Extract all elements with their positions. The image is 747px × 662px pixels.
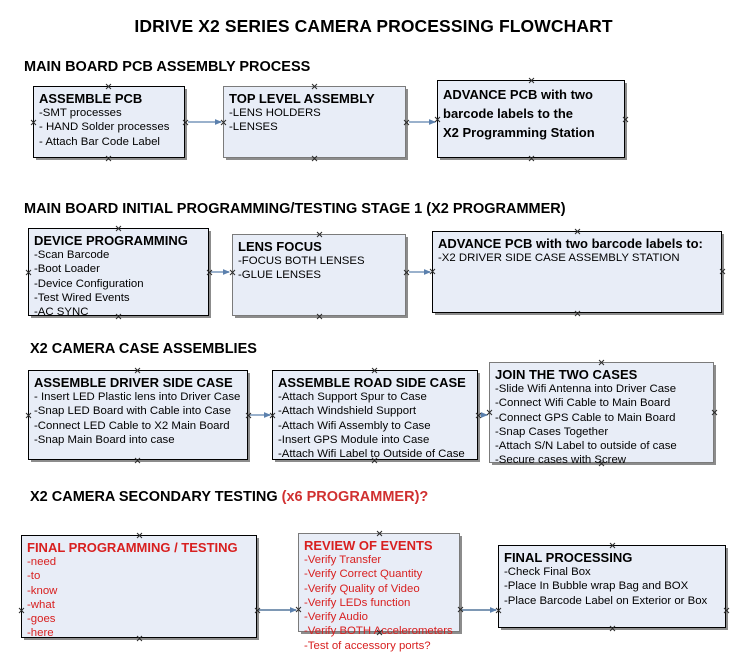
node-line: -Connect LED Cable to X2 Main Board bbox=[34, 419, 230, 432]
node-line: -Slide Wifi Antenna into Driver Case bbox=[495, 383, 677, 395]
node-line: -X2 DRIVER SIDE CASE ASSEMBLY STATION bbox=[438, 252, 680, 264]
node-lines: -Attach Support Spur to Case -Attach Win… bbox=[278, 390, 472, 461]
section-heading-4-text: X2 CAMERA SECONDARY TESTING bbox=[30, 489, 282, 505]
node-lines: -X2 DRIVER SIDE CASE ASSEMBLY STATION bbox=[438, 251, 716, 265]
node-title: LENS FOCUS bbox=[238, 239, 322, 254]
node-line: -Attach S/N Label to outside of case bbox=[495, 440, 677, 453]
node-lines: -FOCUS BOTH LENSES -GLUE LENSES bbox=[238, 254, 400, 283]
section-heading-1: MAIN BOARD PCB ASSEMBLY PROCESS bbox=[24, 59, 310, 75]
section-heading-1-text: MAIN BOARD PCB ASSEMBLY PROCESS bbox=[24, 59, 311, 75]
node-assemble-driver-side-case[interactable]: ASSEMBLE DRIVER SIDE CASE - Insert LED P… bbox=[28, 370, 248, 460]
node-line: -LENS HOLDERS bbox=[229, 107, 321, 119]
node-title: DEVICE PROGRAMMING bbox=[34, 233, 188, 248]
node-title: REVIEW OF EVENTS bbox=[304, 538, 433, 553]
node-assemble-pcb[interactable]: ASSEMBLE PCB -SMT processes - HAND Solde… bbox=[33, 86, 185, 158]
node-title: TOP LEVEL ASSEMBLY bbox=[229, 91, 375, 106]
node-line: -Attach Wifi Label to Outside of Case bbox=[278, 448, 465, 461]
node-lines: -Verify Transfer -Verify Correct Quantit… bbox=[304, 553, 454, 653]
node-title: ASSEMBLE ROAD SIDE CASE bbox=[278, 375, 466, 390]
node-line: -FOCUS BOTH LENSES bbox=[238, 255, 365, 267]
node-line: -Test of accessory ports? bbox=[304, 639, 431, 652]
node-line: -here bbox=[27, 627, 54, 640]
node-line: -SMT processes bbox=[39, 107, 122, 119]
node-line: -Verify Quality of Video bbox=[304, 582, 420, 595]
node-lines: -LENS HOLDERS -LENSES bbox=[229, 106, 400, 135]
node-line: -LENSES bbox=[229, 121, 278, 134]
node-top-level-assembly[interactable]: TOP LEVEL ASSEMBLY -LENS HOLDERS -LENSES bbox=[223, 86, 406, 158]
section-heading-4: X2 CAMERA SECONDARY TESTING (x6 PROGRAMM… bbox=[30, 489, 428, 505]
node-advance-pcb-programming-station[interactable]: ADVANCE PCB with two barcode labels to t… bbox=[437, 80, 625, 158]
node-line: -Verify Audio bbox=[304, 611, 368, 624]
node-title: JOIN THE TWO CASES bbox=[495, 367, 638, 382]
node-lines: - Insert LED Plastic lens into Driver Ca… bbox=[34, 390, 242, 447]
node-title: ADVANCE PCB with two barcode labels to: bbox=[438, 236, 703, 251]
section-heading-4-accent: (x6 PROGRAMMER)? bbox=[281, 489, 429, 505]
node-advance-pcb-driver-side-case[interactable]: ADVANCE PCB with two barcode labels to: … bbox=[432, 231, 722, 313]
node-title: ADVANCE PCB with two barcode labels to t… bbox=[443, 87, 595, 140]
node-line: - Attach Bar Code Label bbox=[39, 135, 160, 148]
node-lens-focus[interactable]: LENS FOCUS -FOCUS BOTH LENSES -GLUE LENS… bbox=[232, 234, 406, 316]
page-title: IDRIVE X2 SERIES CAMERA PROCESSING FLOWC… bbox=[134, 16, 613, 36]
node-review-of-events[interactable]: REVIEW OF EVENTS -Verify Transfer -Verif… bbox=[298, 533, 460, 652]
node-device-programming[interactable]: DEVICE PROGRAMMING -Scan Barcode -Boot L… bbox=[28, 228, 209, 319]
node-line: -Place Barcode Label on Exterior or Box bbox=[504, 594, 708, 607]
node-line: -Verify Transfer bbox=[304, 554, 382, 566]
node-line: -Verify BOTH Accelerometers bbox=[304, 625, 453, 638]
node-line: -Snap LED Board with Cable into Case bbox=[34, 405, 231, 418]
node-line: -AC SYNC bbox=[34, 306, 89, 319]
node-line: -Verify LEDs function bbox=[304, 596, 411, 609]
section-heading-2: MAIN BOARD INITIAL PROGRAMMING/TESTING S… bbox=[24, 201, 566, 217]
node-line: -Attach Windshield Support bbox=[278, 405, 417, 418]
node-title: FINAL PROGRAMMING / TESTING bbox=[27, 540, 238, 555]
node-title: FINAL PROCESSING bbox=[504, 550, 633, 565]
node-line: -know bbox=[27, 584, 58, 597]
node-line: -Connect GPS Cable to Main Board bbox=[495, 411, 676, 424]
node-line: - Insert LED Plastic lens into Driver Ca… bbox=[34, 391, 241, 403]
node-assemble-road-side-case[interactable]: ASSEMBLE ROAD SIDE CASE -Attach Support … bbox=[272, 370, 478, 460]
node-lines: -Scan Barcode -Boot Loader -Device Confi… bbox=[34, 248, 203, 319]
section-heading-2-text: MAIN BOARD INITIAL PROGRAMMING/TESTING S… bbox=[24, 201, 566, 217]
node-final-processing[interactable]: FINAL PROCESSING -Check Final Box -Place… bbox=[498, 545, 726, 628]
node-line: -Boot Loader bbox=[34, 263, 100, 276]
node-line: -Test Wired Events bbox=[34, 291, 130, 304]
node-line: -Verify Correct Quantity bbox=[304, 568, 423, 581]
node-line: -Secure cases with Screw bbox=[495, 454, 627, 467]
node-line: -Connect Wifi Cable to Main Board bbox=[495, 397, 671, 410]
node-lines: -need -to -know -what -goes -here bbox=[27, 555, 251, 641]
node-line: -Device Configuration bbox=[34, 277, 144, 290]
section-heading-3-text: X2 CAMERA CASE ASSEMBLIES bbox=[30, 341, 257, 357]
node-line: -need bbox=[27, 556, 57, 568]
node-line: -Snap Cases Together bbox=[495, 425, 609, 438]
node-line: -Attach Wifi Assembly to Case bbox=[278, 419, 431, 432]
section-heading-3: X2 CAMERA CASE ASSEMBLIES bbox=[30, 341, 257, 357]
node-line: -Snap Main Board into case bbox=[34, 433, 175, 446]
node-line: -GLUE LENSES bbox=[238, 269, 321, 282]
node-lines: -Slide Wifi Antenna into Driver Case -Co… bbox=[495, 382, 708, 468]
node-title: ASSEMBLE DRIVER SIDE CASE bbox=[34, 375, 233, 390]
node-lines: -SMT processes - HAND Solder processes -… bbox=[39, 106, 179, 149]
node-line: - HAND Solder processes bbox=[39, 121, 170, 134]
node-join-the-two-cases[interactable]: JOIN THE TWO CASES -Slide Wifi Antenna i… bbox=[489, 362, 714, 466]
node-line: -Scan Barcode bbox=[34, 249, 110, 261]
node-line: -to bbox=[27, 570, 41, 583]
node-lines: -Check Final Box -Place In Bubble wrap B… bbox=[504, 565, 720, 608]
node-line: -what bbox=[27, 598, 55, 611]
node-line: -Check Final Box bbox=[504, 566, 591, 578]
node-line: -Attach Support Spur to Case bbox=[278, 391, 427, 403]
node-line: -goes bbox=[27, 613, 56, 626]
node-title: ASSEMBLE PCB bbox=[39, 91, 143, 106]
node-final-programming-testing[interactable]: FINAL PROGRAMMING / TESTING -need -to -k… bbox=[21, 535, 257, 641]
node-line: -Insert GPS Module into Case bbox=[278, 433, 430, 446]
node-line: -Place In Bubble wrap Bag and BOX bbox=[504, 580, 689, 593]
